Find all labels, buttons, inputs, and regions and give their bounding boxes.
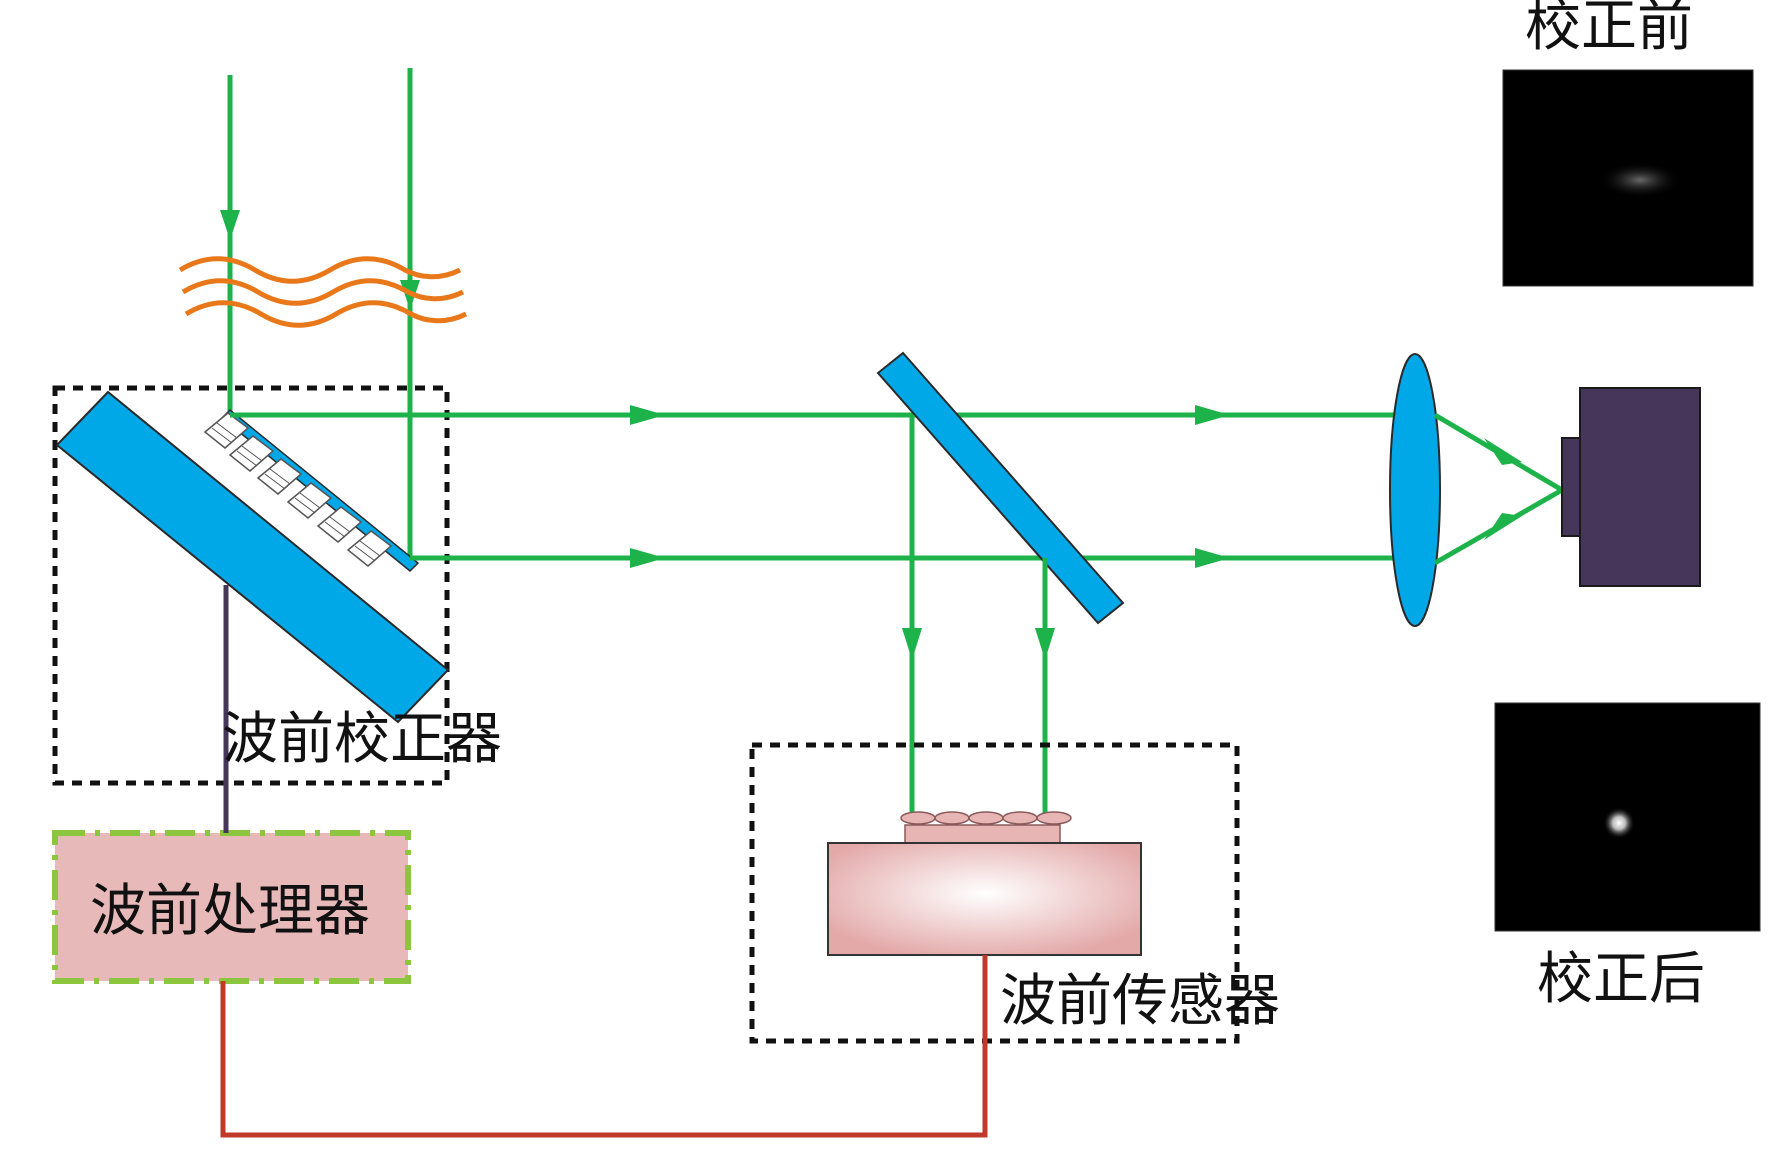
after-spot — [1603, 807, 1635, 839]
arrow-down-icon — [220, 210, 240, 240]
wavefront-processor-box — [52, 830, 411, 984]
arrow-right-icon — [1195, 405, 1230, 425]
arrow-right-icon — [630, 548, 665, 568]
camera-icon — [1561, 387, 1701, 587]
converging-beams — [1433, 412, 1564, 566]
wavefront-corrector-box — [52, 385, 450, 786]
turbulence-waves-icon — [178, 256, 468, 328]
wavefront-sensor-icon — [827, 842, 1142, 956]
beam-splitter-icon — [876, 351, 1125, 625]
label-before-correction: 校正前 — [1525, 0, 1693, 59]
label-wavefront-processor: 波前处理器 — [90, 879, 370, 944]
arrow-right-icon — [630, 405, 665, 425]
label-wavefront-corrector: 波前校正器 — [222, 707, 502, 772]
deformable-mirror-icon — [55, 390, 450, 724]
lenslet-array-icon — [900, 811, 1072, 844]
arrow-down-icon — [1035, 628, 1055, 660]
label-wavefront-sensor: 波前传感器 — [1000, 969, 1280, 1034]
before-spot — [1598, 162, 1682, 198]
split-beams — [909, 415, 1048, 815]
arrow-right-icon — [1195, 548, 1230, 568]
wavefront-sensor-box — [749, 742, 1240, 1044]
arrow-icon — [1484, 513, 1522, 540]
horizontal-beams — [230, 412, 1405, 561]
arrow-down-icon — [902, 628, 922, 660]
arrow-icon — [1484, 438, 1522, 465]
data-cable — [220, 955, 988, 1138]
label-after-correction: 校正后 — [1537, 947, 1705, 1012]
focusing-lens-icon — [1389, 353, 1441, 627]
